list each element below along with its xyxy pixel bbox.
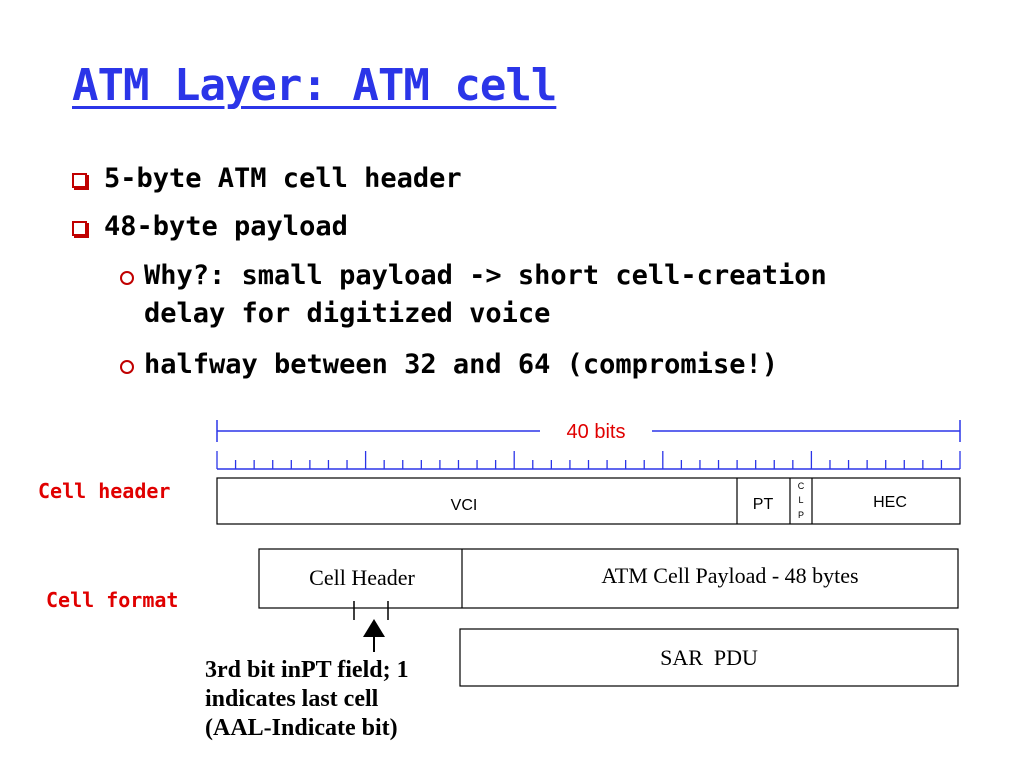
bullet-item: 48-byte payload	[72, 208, 348, 246]
sub-bullet-item: halfway between 32 and 64 (compromise!)	[120, 346, 778, 384]
clp-field-p: P	[798, 510, 804, 520]
cell-header-label: Cell header	[38, 479, 171, 503]
sub-bullet-text: halfway between 32 and 64 (compromise!)	[144, 349, 778, 380]
annotation-line: indicates last cell	[205, 686, 379, 712]
sub-bullet-text: Why?: small payload -> short cell-creati…	[144, 260, 827, 329]
circle-bullet-icon	[120, 271, 134, 285]
cell-format-box: Cell Header ATM Cell Payload - 48 bytes	[258, 548, 959, 609]
annotation-line: (AAL-Indicate bit)	[205, 715, 398, 741]
up-arrow-icon	[363, 619, 385, 637]
sar-pdu-label: SAR PDU	[660, 645, 758, 670]
vci-field: VCI	[451, 497, 478, 514]
bullet-text: 48-byte payload	[104, 211, 348, 242]
hec-field: HEC	[873, 494, 907, 511]
bullet-item: 5-byte ATM cell header	[72, 160, 462, 198]
pt-bit-marker	[353, 601, 389, 652]
sub-bullet-item: Why?: small payload -> short cell-creati…	[120, 257, 827, 333]
clp-field-c: C	[798, 481, 805, 491]
square-bullet-icon	[72, 221, 89, 238]
slide-title: ATM Layer: ATM cell	[72, 60, 557, 111]
clp-field-l: L	[798, 495, 803, 505]
circle-bullet-icon	[120, 360, 134, 374]
bullet-text: 5-byte ATM cell header	[104, 163, 462, 194]
bits-label: 40 bits	[567, 421, 626, 443]
cell-header-segment: Cell Header	[309, 565, 415, 590]
cell-header-box: VCI PT C L P HEC	[216, 477, 961, 525]
payload-segment: ATM Cell Payload - 48 bytes	[601, 563, 858, 588]
annotation-line: 3rd bit inPT field; 1	[205, 657, 409, 683]
pt-field: PT	[753, 496, 774, 513]
sar-pdu-box: SAR PDU	[459, 628, 959, 687]
bit-ruler	[216, 451, 961, 470]
pt-bit-annotation: 3rd bit inPT field; 1 indicates last cel…	[205, 656, 409, 743]
square-bullet-icon	[72, 173, 89, 190]
bit-width-dimension: 40 bits	[216, 420, 961, 443]
cell-format-label: Cell format	[46, 588, 179, 612]
